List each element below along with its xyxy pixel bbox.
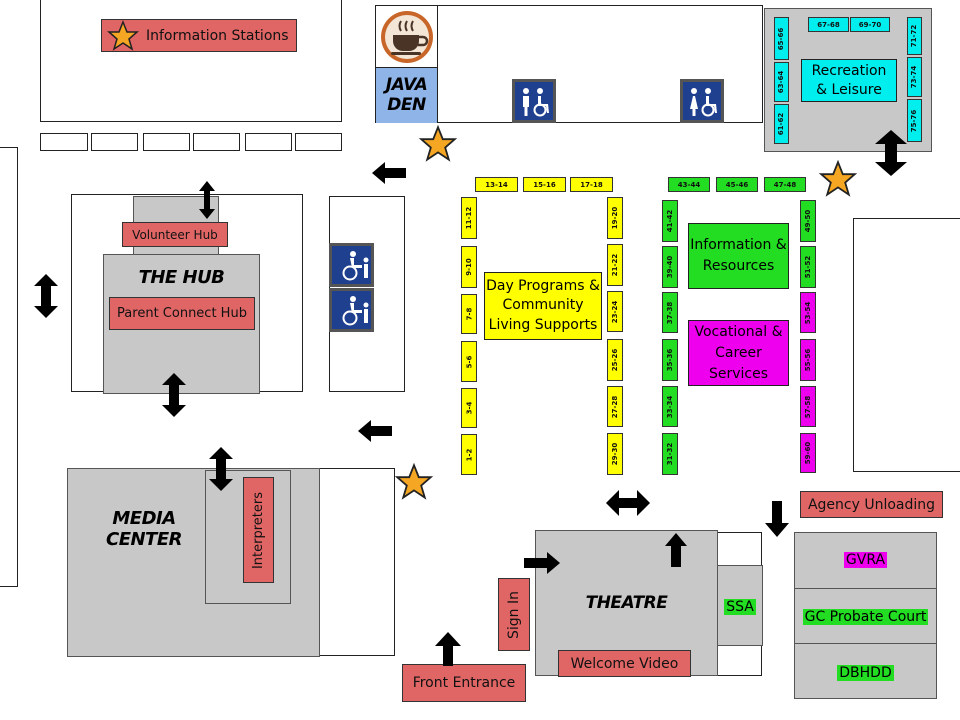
booth-59-60: 59-60 <box>800 433 816 473</box>
accessible-restroom-icon <box>329 288 374 332</box>
restroom-icon <box>512 79 556 123</box>
table-slot <box>143 133 190 151</box>
booth-61-62: 61-62 <box>774 104 789 144</box>
front-entrance-label: Front Entrance <box>402 664 526 702</box>
booth-35-36: 35-36 <box>662 339 678 381</box>
table-slot <box>91 133 138 151</box>
double-arrow-vertical-icon <box>209 447 233 491</box>
booth-39-40: 39-40 <box>662 246 678 288</box>
java-den-logo <box>376 6 438 68</box>
booth-29-30: 29-30 <box>607 433 623 475</box>
vocational-career-zone: Vocational & Career Services <box>688 320 789 386</box>
booth-23-24: 23-24 <box>607 291 623 332</box>
dbhdd-label: DBHDD <box>837 665 894 681</box>
day-programs-zone: Day Programs & Community Living Supports <box>484 272 602 340</box>
legend-label: Information Stations <box>146 27 289 44</box>
ssa-label: SSA <box>724 599 756 615</box>
parent-connect-hub-label: Parent Connect Hub <box>109 297 255 330</box>
arrow-right-icon <box>524 552 560 574</box>
theatre-title: THEATRE <box>585 593 668 613</box>
booth-5-6: 5-6 <box>461 341 477 382</box>
right-edge-room <box>853 218 960 472</box>
information-resources-zone: Information & Resources <box>688 223 789 289</box>
left-wall-room <box>0 147 18 587</box>
arrow-left-icon <box>372 162 406 184</box>
booth-41-42: 41-42 <box>662 200 678 242</box>
table-slot <box>193 133 240 151</box>
booth-31-32: 31-32 <box>662 433 678 475</box>
double-arrow-vertical-icon <box>875 130 907 176</box>
arrow-down-icon <box>765 501 789 537</box>
hub-title: THE HUB <box>138 266 225 288</box>
information-station-star-icon <box>418 124 458 162</box>
booth-25-26: 25-26 <box>607 339 623 381</box>
agency-divider <box>794 588 937 589</box>
booth-67-68: 67-68 <box>808 17 849 32</box>
arrow-left-icon <box>358 420 392 442</box>
gvra-label: GVRA <box>843 552 888 568</box>
booth-11-12: 11-12 <box>461 197 477 239</box>
booth-43-44: 43-44 <box>668 177 710 192</box>
booth-45-46: 45-46 <box>716 177 758 192</box>
booth-37-38: 37-38 <box>662 292 678 333</box>
booth-49-50: 49-50 <box>800 200 816 242</box>
information-station-star-icon <box>818 159 858 197</box>
table-slot <box>295 133 342 151</box>
java-den-label: JAVA DEN <box>376 68 438 123</box>
double-arrow-horizontal-icon <box>606 490 650 516</box>
volunteer-hub-label: Volunteer Hub <box>122 222 228 247</box>
table-slot <box>40 133 88 151</box>
restroom-icon <box>680 79 724 123</box>
booth-1-2: 1-2 <box>461 434 477 475</box>
media-side-room <box>318 468 395 656</box>
sign-in-label: Sign In <box>498 578 530 651</box>
booth-47-48: 47-48 <box>764 177 806 192</box>
booth-51-52: 51-52 <box>800 246 816 288</box>
agency-unloading-label: Agency Unloading <box>800 491 943 518</box>
booth-13-14: 13-14 <box>475 177 518 192</box>
double-arrow-vertical-icon <box>34 274 58 318</box>
booth-73-74: 73-74 <box>907 57 922 97</box>
recreation-leisure-zone: Recreation & Leisure <box>801 59 897 102</box>
double-arrow-vertical-icon <box>199 181 215 219</box>
booth-17-18: 17-18 <box>570 177 613 192</box>
booth-21-22: 21-22 <box>607 244 623 286</box>
double-arrow-vertical-icon <box>162 373 186 417</box>
accessible-restroom-icon <box>329 243 374 287</box>
booth-3-4: 3-4 <box>461 388 477 428</box>
booth-7-8: 7-8 <box>461 294 477 334</box>
table-slot <box>245 133 292 151</box>
booth-19-20: 19-20 <box>607 197 623 239</box>
booth-33-34: 33-34 <box>662 386 678 427</box>
booth-53-54: 53-54 <box>800 292 816 333</box>
star-icon <box>107 19 139 51</box>
arrow-up-icon <box>665 533 687 567</box>
booth-55-56: 55-56 <box>800 339 816 381</box>
booth-63-64: 63-64 <box>774 62 789 102</box>
arrow-up-icon <box>435 632 461 666</box>
legend-box: Information Stations <box>101 19 297 52</box>
booth-65-66: 65-66 <box>774 17 789 60</box>
media-center-title: MEDIA CENTER <box>105 508 183 550</box>
booth-71-72: 71-72 <box>907 17 922 55</box>
gc-probate-court-label: GC Probate Court <box>802 609 929 625</box>
booth-69-70: 69-70 <box>850 17 890 32</box>
booth-9-10: 9-10 <box>461 246 477 288</box>
booth-27-28: 27-28 <box>607 386 623 427</box>
booth-75-76: 75-76 <box>907 99 922 142</box>
welcome-video-label: Welcome Video <box>558 650 691 677</box>
agency-divider <box>794 643 937 644</box>
booth-15-16: 15-16 <box>523 177 566 192</box>
booth-57-58: 57-58 <box>800 386 816 427</box>
coffee-cup-icon <box>381 11 433 63</box>
information-station-star-icon <box>394 462 434 500</box>
interpreters-label: Interpreters <box>243 477 274 583</box>
